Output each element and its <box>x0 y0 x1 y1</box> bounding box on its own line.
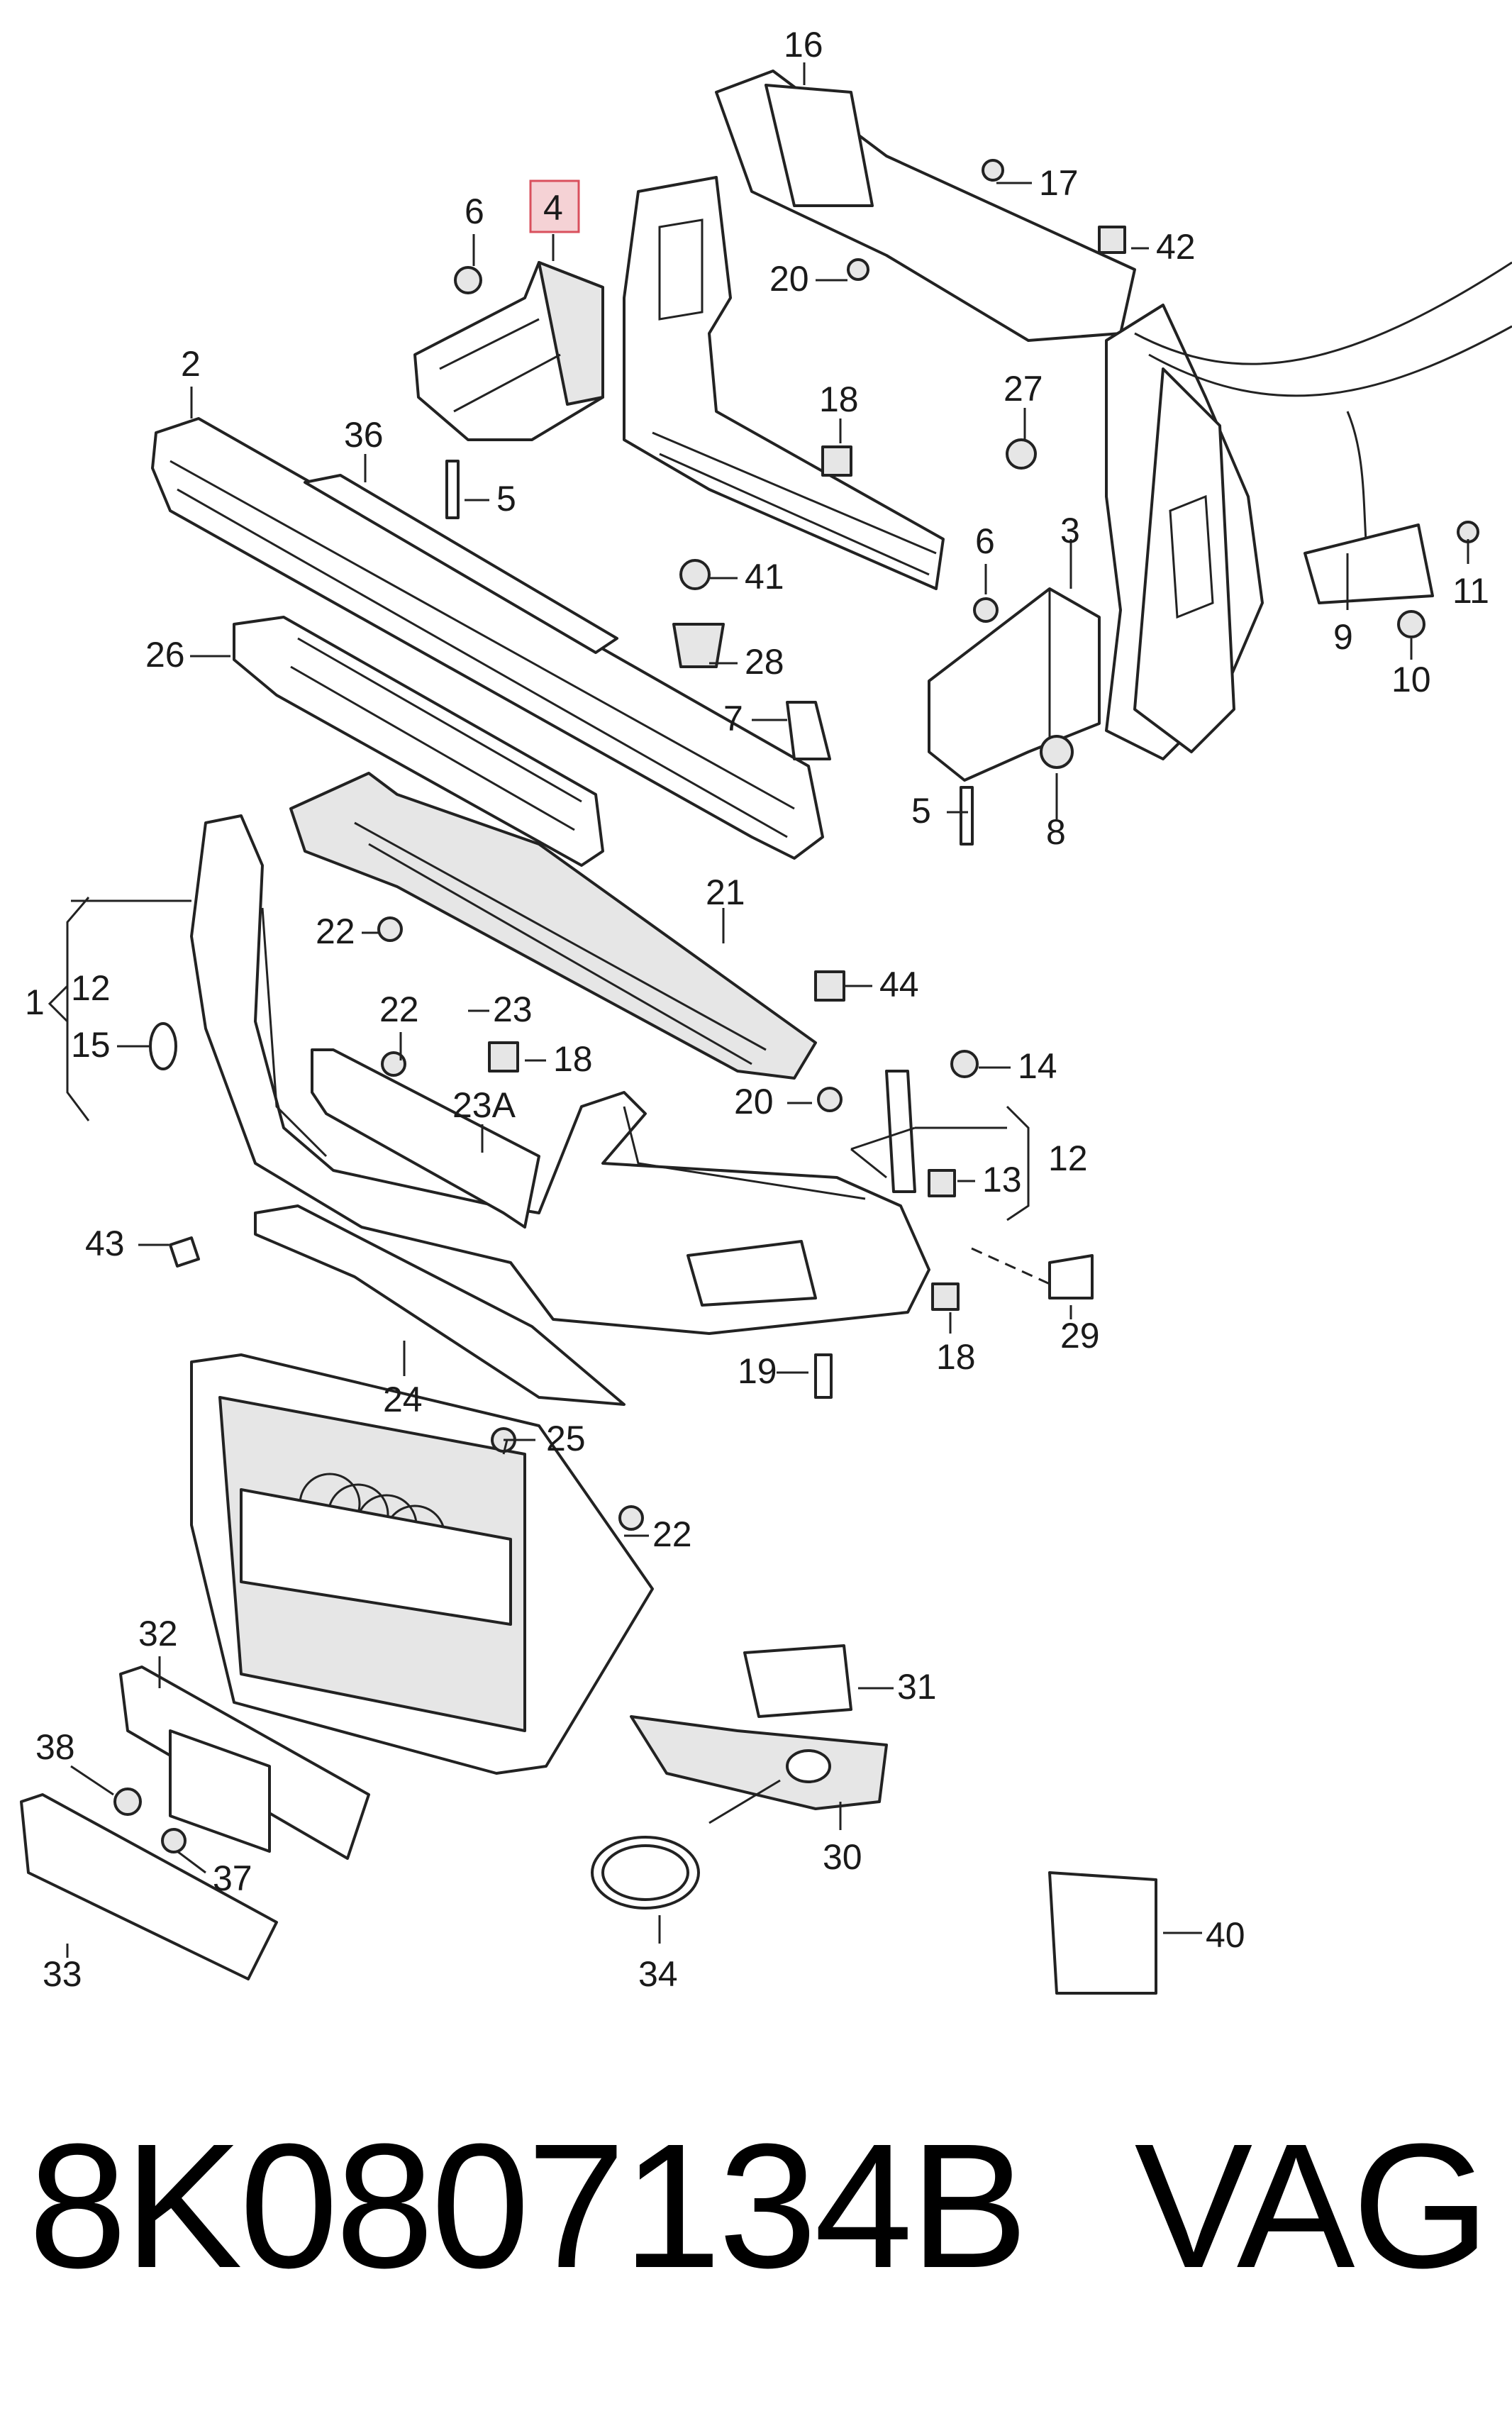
label-3: 3 <box>1060 511 1080 550</box>
label-43: 43 <box>85 1224 125 1263</box>
label-5-top: 5 <box>496 479 516 519</box>
cover-31-part <box>743 1644 852 1718</box>
grille-part <box>190 1353 654 1775</box>
fog-grille-30 <box>630 1715 888 1810</box>
label-22-c: 22 <box>652 1514 692 1554</box>
bracket-9-part <box>1303 523 1434 604</box>
label-40: 40 <box>1206 1915 1245 1955</box>
cap-15-part <box>149 1022 177 1070</box>
label-19: 19 <box>738 1351 777 1391</box>
label-5-right: 5 <box>911 791 931 831</box>
label-34: 34 <box>638 1954 678 1994</box>
label-14: 14 <box>1018 1046 1057 1086</box>
label-26: 26 <box>145 635 185 675</box>
label-7: 7 <box>723 699 743 738</box>
lock-carrier-part <box>623 70 1264 760</box>
label-10: 10 <box>1391 660 1431 699</box>
plate-holder-32 <box>119 1666 370 1860</box>
mount-bar-23a <box>311 1048 540 1229</box>
spoiler-24-part <box>254 1204 626 1406</box>
part-number: 8K0807134B <box>28 2107 1028 2305</box>
label-29: 29 <box>1060 1316 1100 1356</box>
label-44: 44 <box>879 965 919 1004</box>
label-38: 38 <box>35 1727 75 1767</box>
label-11: 11 <box>1452 571 1489 611</box>
label-12-left: 12 <box>71 968 111 1008</box>
label-32: 32 <box>138 1614 178 1653</box>
ring-34-part <box>591 1836 700 1910</box>
label-2: 2 <box>181 344 201 384</box>
bracket-3-part <box>928 587 1101 782</box>
label-36: 36 <box>344 415 384 455</box>
brand-name: VAG <box>1134 2107 1490 2305</box>
bracket-4-part <box>413 261 604 441</box>
label-25: 25 <box>546 1419 586 1458</box>
label-4: 4 <box>543 188 563 228</box>
label-42: 42 <box>1156 227 1196 267</box>
absorber-26-part <box>233 616 604 867</box>
label-24: 24 <box>383 1380 423 1419</box>
undertray-21-part <box>289 772 817 1080</box>
label-27: 27 <box>1004 369 1043 409</box>
bag-40-part <box>1048 1871 1157 1995</box>
leader-lines <box>48 62 1469 1958</box>
label-21: 21 <box>706 872 745 912</box>
label-22-a: 22 <box>316 911 355 951</box>
label-18-low: 18 <box>936 1337 976 1377</box>
label-16: 16 <box>784 25 823 65</box>
label-13: 13 <box>982 1160 1022 1199</box>
label-28: 28 <box>745 642 784 682</box>
label-37: 37 <box>213 1858 252 1898</box>
label-9: 9 <box>1333 617 1353 657</box>
label-18-top: 18 <box>819 379 859 419</box>
cover-33-part <box>20 1793 278 1980</box>
highlight-box-4 <box>529 179 580 233</box>
label-33: 33 <box>43 1954 82 1994</box>
strip-36-part <box>304 474 618 654</box>
label-8: 8 <box>1046 812 1066 852</box>
footer: 8K0807134B VAG <box>0 2100 1512 2312</box>
label-6-top: 6 <box>465 192 484 231</box>
label-41: 41 <box>745 557 784 597</box>
label-12-right: 12 <box>1048 1138 1088 1178</box>
strip-43-part <box>169 1236 200 1268</box>
label-23a: 23A <box>452 1085 516 1125</box>
label-30: 30 <box>823 1837 862 1877</box>
label-20-mid: 20 <box>734 1082 774 1121</box>
fasteners <box>113 159 1479 1853</box>
side-bracket-part <box>885 1070 916 1193</box>
label-6-right: 6 <box>975 521 995 561</box>
label-23: 23 <box>493 990 533 1029</box>
label-1: 1 <box>25 982 45 1022</box>
parts-diagram: 16 17 42 20 18 4 6 2 36 5 26 27 6 3 41 2… <box>20 25 1512 1995</box>
callout-labels: 16 17 42 20 18 4 6 2 36 5 26 27 6 3 41 2… <box>25 25 1489 1994</box>
clip-29-part <box>1048 1254 1094 1299</box>
label-18-mid: 18 <box>553 1039 593 1079</box>
label-22-b: 22 <box>379 990 419 1029</box>
label-31: 31 <box>897 1667 937 1707</box>
label-17: 17 <box>1039 163 1079 203</box>
label-15: 15 <box>71 1025 111 1065</box>
bumper-cover-part <box>190 814 930 1335</box>
label-20-top: 20 <box>769 259 809 299</box>
